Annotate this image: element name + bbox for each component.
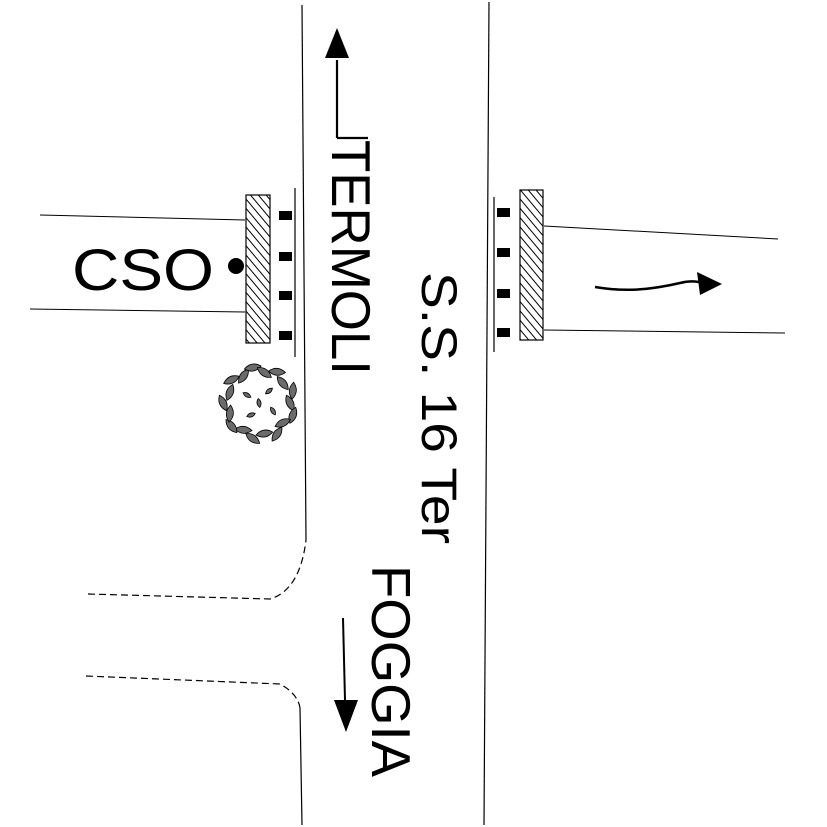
label-termoli: TERMOLI: [320, 140, 382, 375]
label-cso: CSO: [72, 238, 214, 303]
tree-leaf: [225, 383, 235, 401]
stop-bar-right-3: [497, 289, 510, 298]
arrow-down-icon: [334, 617, 358, 732]
tree-leaf: [276, 376, 289, 391]
tree-leaf: [223, 375, 240, 385]
stop-bar-left-4: [279, 331, 292, 340]
main-road-left-edge-lower: [299, 707, 303, 826]
tree-leaf: [256, 367, 272, 378]
tree-leaf: [271, 426, 283, 442]
dashed-road-top-edge: [87, 539, 307, 600]
tree-leaf: [256, 397, 262, 409]
tree-leaf: [243, 363, 262, 372]
main-road-left-edge-upper: [301, 4, 307, 541]
tree-leaf: [242, 392, 252, 398]
tree-leaf: [267, 367, 287, 376]
tree-leaf: [225, 419, 238, 434]
curved-arrow-right-icon: [594, 272, 722, 295]
tree-leaf: [288, 381, 297, 400]
arrow-up-icon: [325, 28, 368, 140]
main-road-right-edge: [483, 1, 490, 826]
tree-leaf: [246, 412, 256, 418]
stop-bar-left-3: [279, 291, 292, 300]
tree-icon: [218, 363, 298, 444]
stop-bar-right-4: [497, 328, 510, 337]
tree-leaf: [225, 404, 234, 423]
tree-leaf: [270, 406, 276, 416]
stop-bar-right-2: [497, 248, 510, 257]
stop-bar-right-1: [497, 208, 510, 217]
dashed-road-bottom-edge: [85, 675, 301, 709]
side-street-left-top-edge: [39, 214, 246, 221]
tree-leaf: [274, 418, 292, 428]
tree-leaf: [218, 394, 228, 412]
side-street-right-top-edge: [543, 225, 779, 240]
tree-leaf: [255, 429, 274, 438]
stop-bar-left-2: [279, 252, 292, 261]
side-street-left-bottom-edge: [29, 308, 246, 313]
label-road: S.S. 16 Ter: [411, 272, 467, 544]
side-street-right-bottom-edge: [543, 329, 786, 334]
dot-icon: [228, 258, 244, 274]
tree-leaf: [234, 425, 253, 434]
pedestrian-island-right: [519, 189, 544, 341]
stop-bar-left-1: [279, 211, 292, 220]
tree-leaf: [265, 387, 273, 395]
label-foggia: FOGGIA: [360, 565, 422, 777]
pedestrian-island-left: [245, 194, 271, 344]
